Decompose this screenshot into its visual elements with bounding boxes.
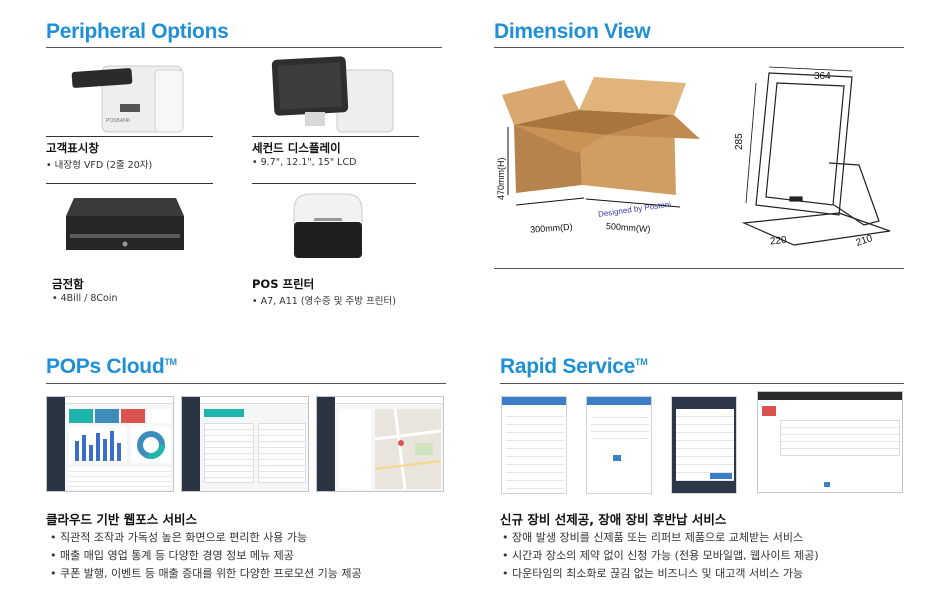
divider [46,136,213,137]
cloud-screenshot-table [181,396,309,492]
divider [252,183,416,184]
base-depth-label: 210 [855,233,875,249]
peripheral-title-customer-display: 고객표시창 [46,141,99,155]
peripheral-desc-cash-drawer: • 4Bill / 8Coin [52,293,118,304]
brand-label: POSBANK [106,118,131,124]
map-thumbnail [375,409,441,489]
box-height-label: 470mm(H) [496,157,506,200]
peripheral-rule [46,47,442,48]
dimension-rule [494,47,904,48]
rapid-bullet: 시간과 장소의 제약 없이 신청 가능 (전용 모바일앱, 웹사이트 제공) [502,547,819,565]
width-dimension-line [585,198,681,208]
width-top-label: 364 [814,71,831,82]
peripheral-heading: Peripheral Options [46,20,229,43]
bar-chart-thumbnail [69,427,127,463]
terminal-line-drawing [741,72,891,246]
peripheral-desc-customer-display: • 내장형 VFD (2줄 20자) [46,160,153,171]
box-stamp: Designed by Postoni [598,200,672,219]
box-depth-label: 300mm(D) [530,222,573,235]
rapid-screenshot-web [757,391,903,493]
cloud-rule [46,383,446,384]
dimension-heading: Dimension View [494,20,651,43]
customer-display-image: POSBANK [71,65,184,133]
peripheral-title-pos-printer: POS 프린터 [252,277,315,291]
peripheral-desc-pos-printer: • A7, A11 (영수증 및 주방 프린터) [252,296,396,307]
rapid-screenshot-status [671,396,737,494]
divider [252,136,419,137]
cloud-subtitle: 클라우드 기반 웹포스 서비스 [46,512,198,527]
height-label: 285 [734,133,745,150]
base-width-label: 220 [769,235,787,248]
cloud-bullet-list: 직관적 조작과 가독성 높은 화면으로 편리한 사용 가능 매출 매입 영업 통… [50,529,362,583]
peripheral-title-cash-drawer: 금전함 [52,277,84,291]
rapid-bullet: 장애 발생 장비를 신제품 또는 리퍼브 제품으로 교체받는 서비스 [502,529,819,547]
trademark: TM [635,357,648,367]
divider [46,183,213,184]
rapid-bullet: 다운타임의 최소화로 끊김 없는 비즈니스 및 대고객 서비스 가능 [502,565,819,583]
cloud-heading-text: POPs Cloud [46,355,165,378]
rapid-screenshot-form [501,396,567,494]
donut-chart-thumbnail [131,427,171,463]
cloud-screenshot-dashboard [46,396,174,492]
rapid-bullet-list: 장애 발생 장비를 신제품 또는 리퍼브 제품으로 교체받는 서비스 시간과 장… [502,529,819,583]
rapid-rule [500,383,904,384]
dimension-diagram: Designed by Postoni 470mm(H) 300mm(D) 50… [496,66,891,249]
cloud-heading: POPs CloudTM [46,355,177,379]
box-width-label: 500mm(W) [606,221,651,234]
rapid-screenshot-detail [586,396,652,494]
cloud-bullet: 직관적 조작과 가독성 높은 화면으로 편리한 사용 가능 [50,529,362,547]
peripheral-desc-second-display: • 9.7", 12.1", 15" LCD [252,157,357,168]
cloud-screenshot-map [316,396,444,492]
peripheral-title-second-display: 세컨드 디스플레이 [252,141,341,155]
shipping-box: Designed by Postoni [502,77,700,219]
cash-drawer-image [66,198,184,250]
dimension-bottom-rule [494,268,904,269]
pos-printer-image [293,193,363,258]
depth-dimension-line [515,197,585,206]
second-display-image [271,56,394,133]
cloud-bullet: 매출 매입 영업 통계 등 다양한 경영 정보 메뉴 제공 [50,547,362,565]
trademark: TM [164,357,177,367]
rapid-subtitle: 신규 장비 선제공, 장애 장비 후반납 서비스 [500,512,727,527]
rapid-heading-text: Rapid Service [500,355,635,378]
rapid-heading: Rapid ServiceTM [500,355,648,379]
cloud-bullet: 쿠폰 발행, 이벤트 등 매출 증대를 위한 다양한 프로모션 기능 제공 [50,565,362,583]
